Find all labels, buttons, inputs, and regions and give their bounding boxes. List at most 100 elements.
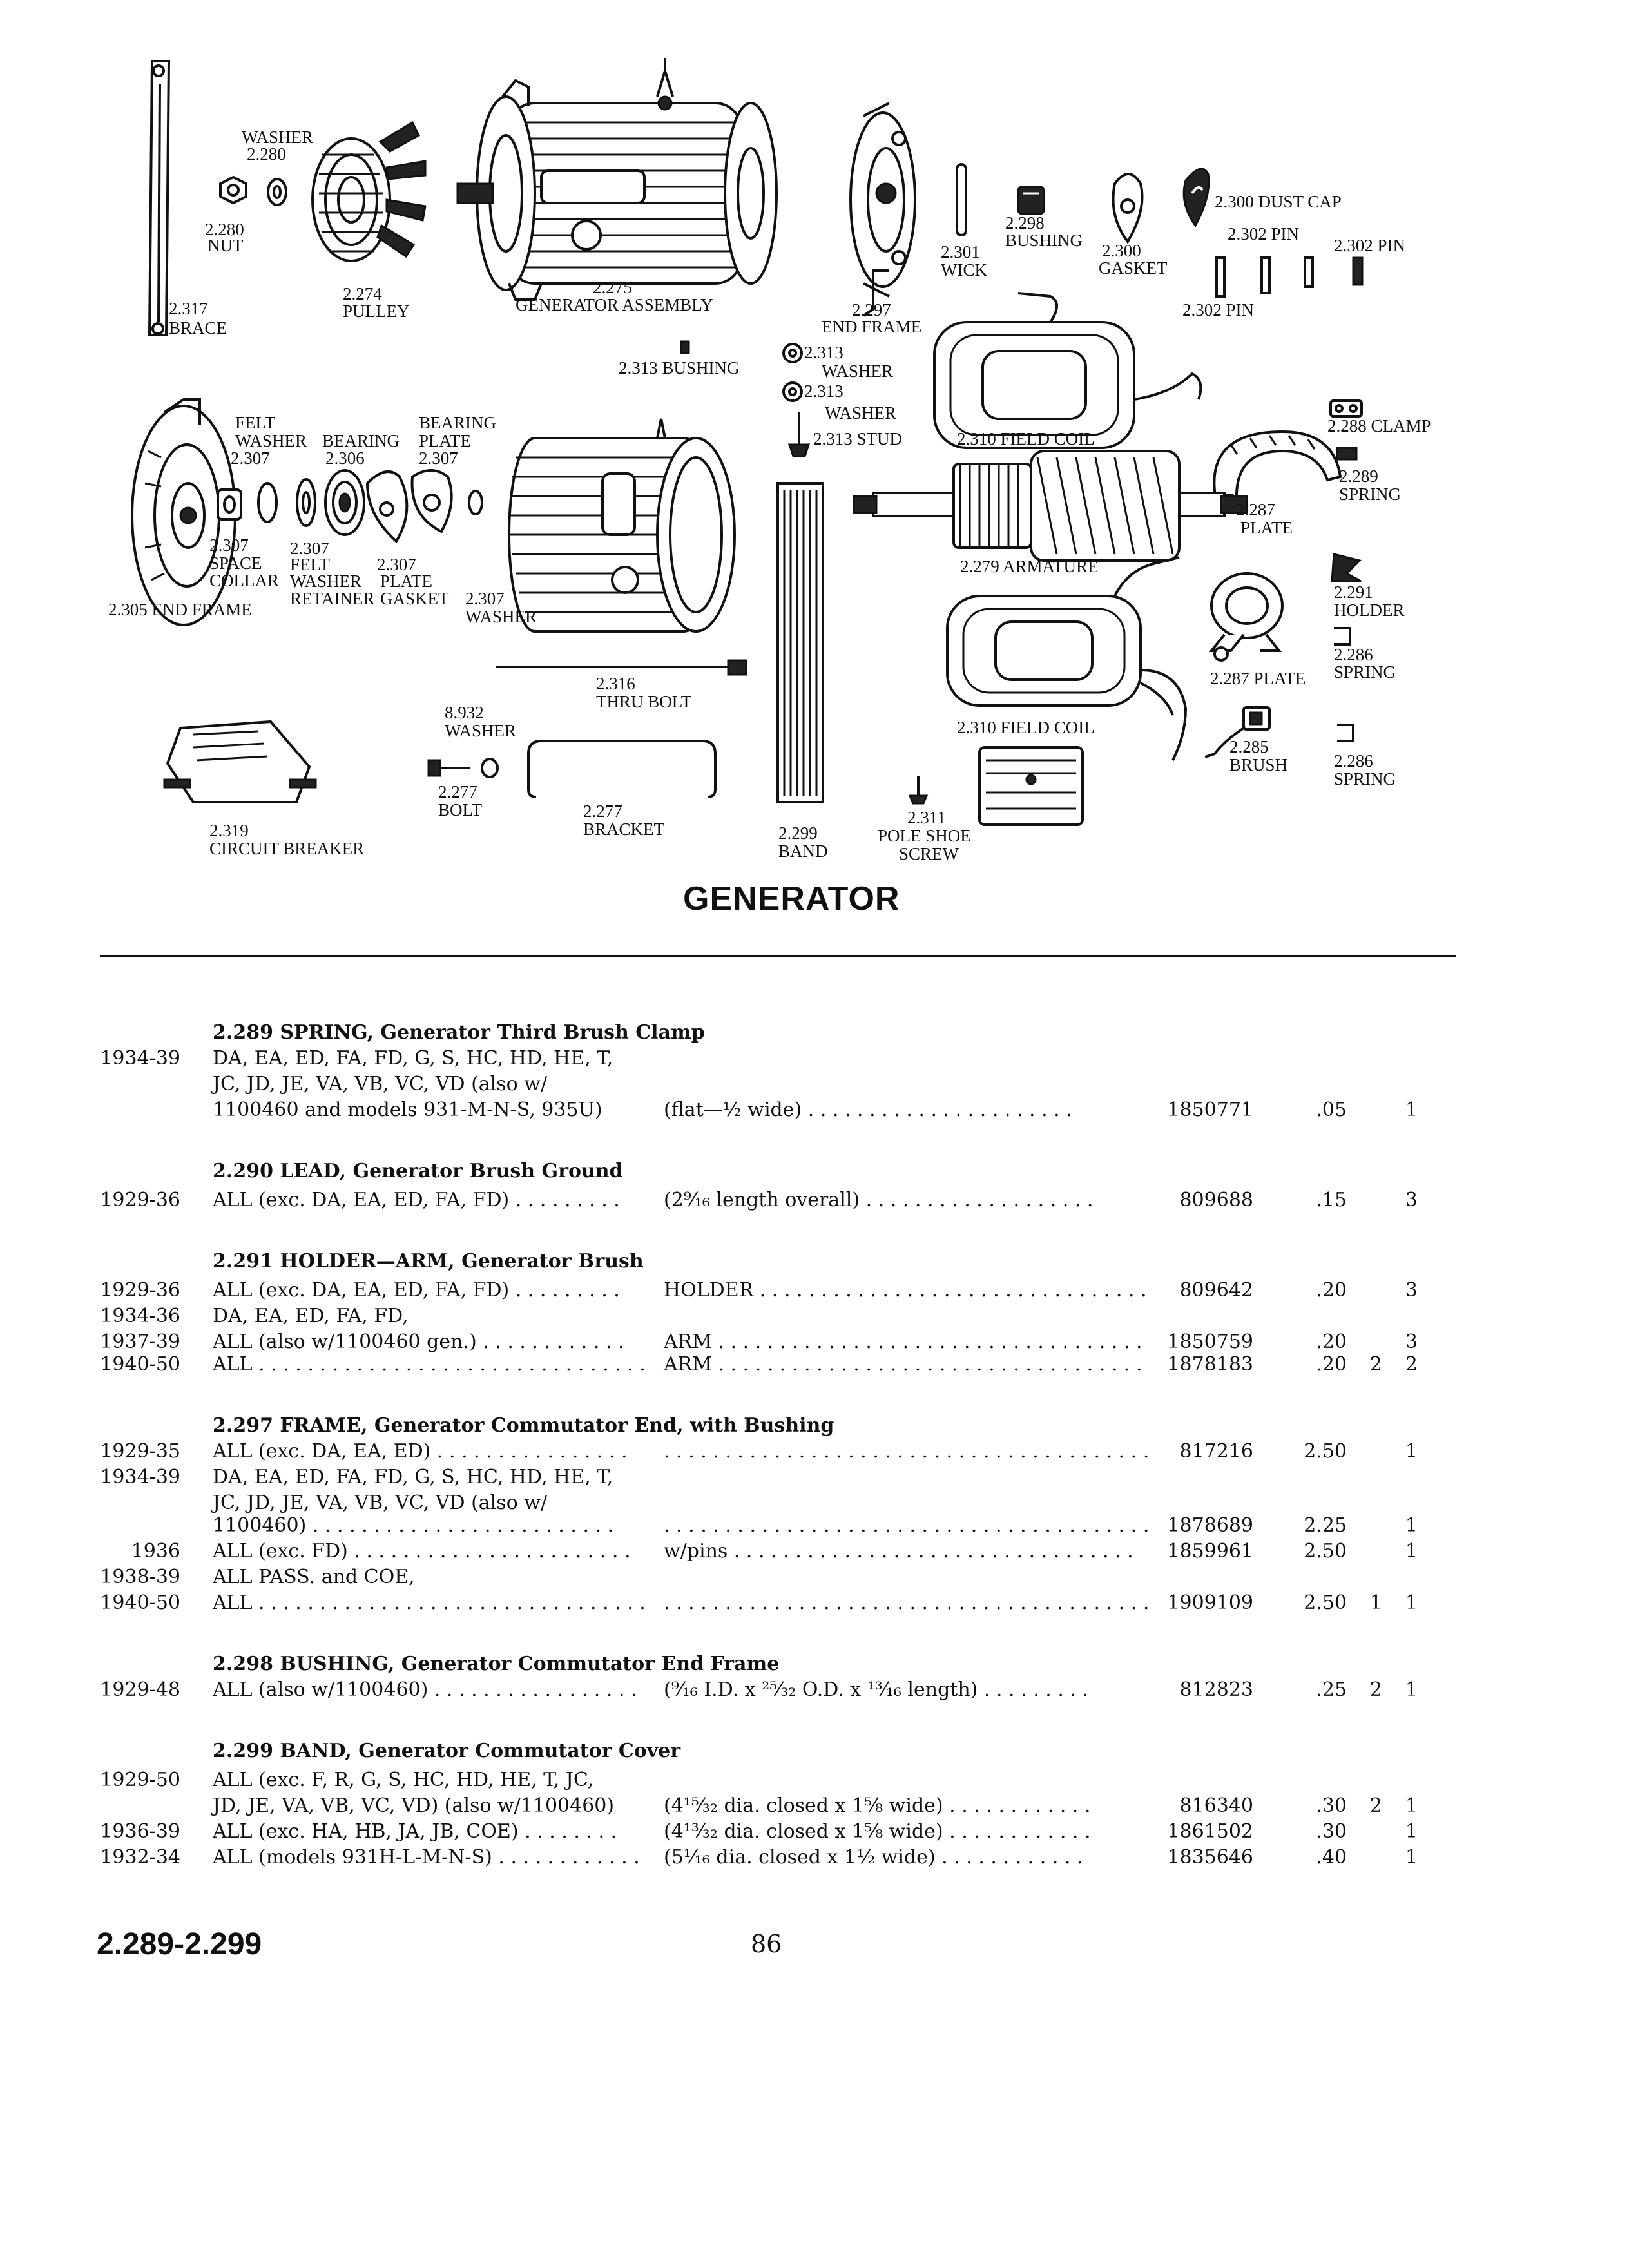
quantity-cell: 1 [1405, 1591, 1418, 1614]
spring-286-lower-part [1337, 724, 1354, 742]
application-cell: 1100460) . . . . . . . . . . . . . . . .… [213, 1514, 614, 1537]
generator-frame-part [508, 418, 736, 633]
callout-bushing313: 2.313 BUSHING [619, 358, 740, 378]
callout-plate287a-num: 2.287 [1236, 500, 1275, 519]
callout-bolt277: BOLT [438, 800, 483, 820]
circuit-breaker-part [163, 720, 317, 803]
part-number-cell: 817216 [1179, 1440, 1253, 1463]
description-cell: (flat—½ wide) . . . . . . . . . . . . . … [664, 1099, 1072, 1121]
price-cell: .20 [1316, 1353, 1347, 1376]
callout-plate287a: PLATE [1240, 518, 1293, 537]
spring-286-upper-part [1334, 627, 1351, 646]
callout-washer-280-num: 2.280 [247, 144, 286, 164]
part-number-cell: 1878183 [1167, 1353, 1253, 1376]
callout-brace-num: 2.317 [169, 299, 208, 318]
price-cell: .30 [1316, 1794, 1347, 1817]
description-cell: HOLDER . . . . . . . . . . . . . . . . .… [664, 1279, 1147, 1302]
price-cell: .15 [1316, 1189, 1347, 1211]
part-number-cell: 812823 [1179, 1678, 1253, 1701]
price-cell: 2.25 [1304, 1514, 1347, 1537]
callout-thrubolt: THRU BOLT [596, 692, 692, 711]
description-cell: (4¹⁵⁄₃₂ dia. closed x 1⅝ wide) . . . . .… [664, 1794, 1091, 1817]
part-number-cell: 1878689 [1167, 1514, 1253, 1537]
bearing-part [324, 469, 365, 536]
washer-part [267, 178, 287, 206]
pole-shoe-screw-part [908, 776, 929, 805]
application-cell: 1100460 and models 931-M-N-S, 935U) [213, 1099, 602, 1121]
footer-range: 2.289-2.299 [97, 1927, 262, 1961]
callout-felt-b: WASHER [235, 431, 307, 450]
callout-feltret-num: 2.307 [290, 539, 329, 558]
price-cell: 2.50 [1304, 1591, 1347, 1614]
callout-bracket277: BRACKET [583, 820, 665, 839]
callout-plate287b: 2.287 PLATE [1210, 669, 1306, 688]
application-cell: ALL (also w/1100460) . . . . . . . . . .… [213, 1678, 637, 1701]
quantity-cell: 3 [1405, 1189, 1418, 1211]
application-cell: ALL (exc. DA, EA, ED, FA, FD) . . . . . … [213, 1279, 620, 1302]
callout-stud313: 2.313 STUD [813, 429, 902, 448]
bolt-277-part [427, 759, 470, 777]
callout-space-a: SPACE [209, 553, 262, 573]
brace-part [148, 60, 171, 336]
brush-285-part [1204, 706, 1271, 758]
quantity-cell: 1 [1369, 1591, 1382, 1614]
description-cell: . . . . . . . . . . . . . . . . . . . . … [664, 1440, 1150, 1463]
description-cell: ARM . . . . . . . . . . . . . . . . . . … [664, 1353, 1142, 1376]
year-cell: 1929-36 [100, 1279, 180, 1302]
application-cell: JD, JE, VA, VB, VC, VD) (also w/1100460) [213, 1794, 615, 1817]
space-collar-part [217, 488, 242, 521]
quantity-cell: 1 [1405, 1846, 1418, 1869]
part-row: JD, JE, VA, VB, VC, VD) (also w/1100460)… [0, 1794, 1629, 1823]
bushing-298-part [1017, 186, 1045, 215]
quantity-cell: 2 [1405, 1353, 1418, 1376]
part-row: JC, JD, JE, VA, VB, VC, VD (also w/ [0, 1073, 1629, 1101]
callout-gasket300: GASKET [1099, 258, 1168, 278]
dust-cap-part [1182, 168, 1210, 227]
callout-pulley-num: 2.274 [343, 284, 382, 303]
application-cell: ALL (exc. DA, EA, ED) . . . . . . . . . … [213, 1440, 628, 1463]
callout-pin302c: 2.302 PIN [1182, 300, 1254, 320]
bushing-313-part [680, 340, 690, 354]
callout-pgasket-num: 2.307 [377, 555, 416, 574]
callout-cb-num: 2.319 [209, 821, 249, 840]
description-cell: (4¹³⁄₃₂ dia. closed x 1⅝ wide) . . . . .… [664, 1820, 1091, 1843]
callout-washer932-num: 8.932 [445, 703, 484, 722]
diagram-title: GENERATOR [683, 880, 900, 918]
callout-spring286b: SPRING [1334, 769, 1396, 789]
description-cell: . . . . . . . . . . . . . . . . . . . . … [664, 1591, 1150, 1614]
plate-gasket-part [365, 470, 409, 544]
part-number-cell: 1850759 [1167, 1331, 1253, 1353]
pins-302-part [1215, 256, 1364, 298]
part-number-cell: 809688 [1179, 1189, 1253, 1211]
callout-bolt277-num: 2.277 [438, 782, 477, 802]
section-header: 2.297 FRAME, Generator Commutator End, w… [213, 1414, 834, 1437]
thru-bolt-part [496, 659, 747, 676]
year-cell: 1940-50 [100, 1591, 180, 1614]
callout-bplate-a: BEARING [419, 413, 496, 432]
generator-exploded-diagram: WASHER 2.280 2.280 NUT 2.317 BRACE 2.274… [108, 58, 1431, 863]
quantity-cell: 2 [1369, 1794, 1382, 1817]
callout-pgasket-a: PLATE [380, 572, 432, 591]
year-cell: 1929-50 [100, 1769, 180, 1791]
callout-thrubolt-num: 2.316 [596, 674, 635, 693]
year-cell: 1934-39 [100, 1047, 180, 1070]
stud-313-part [787, 412, 811, 457]
callout-gen: GENERATOR ASSEMBLY [516, 295, 713, 314]
callout-spring286a: SPRING [1334, 662, 1396, 682]
callout-wick-num: 2.301 [941, 242, 980, 262]
callout-washer307-num: 2.307 [465, 589, 505, 608]
description-cell: (5¹⁄₁₆ dia. closed x 1½ wide) . . . . . … [664, 1846, 1083, 1869]
price-cell: .20 [1316, 1331, 1347, 1353]
bearing-plate-part [410, 469, 453, 533]
bracket-277-part [527, 740, 717, 798]
felt-washer-retainer-part [296, 478, 316, 527]
quantity-cell: 1 [1405, 1794, 1418, 1817]
application-cell: ALL (exc. HA, HB, JA, JB, COE) . . . . .… [213, 1820, 617, 1843]
callout-armature: 2.279 ARMATURE [960, 557, 1099, 576]
